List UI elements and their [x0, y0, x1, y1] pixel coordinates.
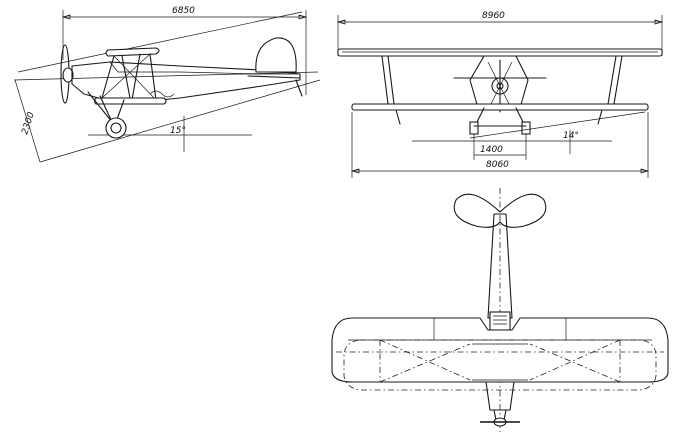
side-length-label: 6850 [172, 6, 195, 16]
front-view: 8960 14° 1400 [336, 11, 664, 178]
plan-view [331, 188, 669, 432]
side-height-label: 2300 [20, 111, 37, 136]
lower-span-label: 8060 [486, 160, 509, 170]
side-angle-label: 15° [170, 126, 186, 136]
front-angle-label: 14° [563, 131, 579, 141]
side-view: 6850 2300 15° [13, 6, 321, 163]
upper-span-label: 8960 [482, 11, 505, 21]
track-label: 1400 [480, 145, 503, 155]
